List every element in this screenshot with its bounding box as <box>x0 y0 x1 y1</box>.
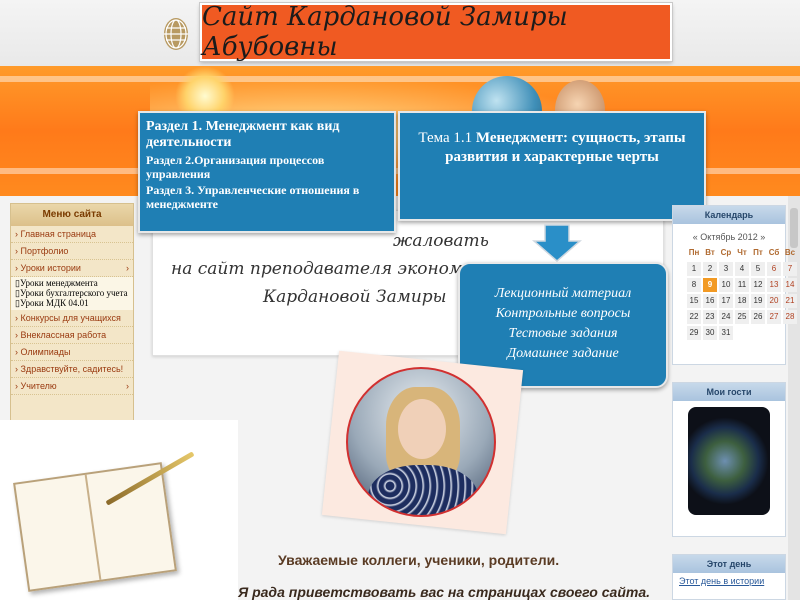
theme-box: Тема 1.1 Менеджмент: сущность, этапы раз… <box>398 111 706 221</box>
menu-item-home[interactable]: › Главная страница <box>11 226 133 243</box>
calendar-day[interactable]: 10 <box>719 278 733 292</box>
materials-item-lectures[interactable]: Лекционный материал <box>494 286 632 301</box>
calendar-day-today[interactable]: 9 <box>703 278 717 292</box>
calendar-day[interactable]: 4 <box>735 262 749 276</box>
calendar-day[interactable]: 29 <box>687 326 701 340</box>
section-2-label[interactable]: Раздел 2.Организация процессов управлени… <box>146 153 325 181</box>
down-arrow-icon <box>532 224 582 262</box>
guests-widget: Мои гости <box>672 382 786 537</box>
calendar-day-of-week: Ср <box>720 248 732 257</box>
theme-prefix: Тема 1.1 <box>418 130 476 146</box>
calendar-day[interactable]: 27 <box>767 310 781 324</box>
welcome-line-3: Кардановой Замиры <box>263 287 447 307</box>
teacher-portrait <box>346 367 496 517</box>
calendar-day[interactable]: 19 <box>751 294 765 308</box>
calendar-day[interactable]: 21 <box>783 294 797 308</box>
calendar-day[interactable]: 25 <box>735 310 749 324</box>
calendar-day[interactable]: 15 <box>687 294 701 308</box>
calendar-day[interactable]: 23 <box>703 310 717 324</box>
calendar-month-nav[interactable]: « Октябрь 2012 » <box>692 232 766 242</box>
calendar-day[interactable]: 2 <box>703 262 717 276</box>
calendar-day[interactable]: 5 <box>751 262 765 276</box>
calendar-day-of-week: Чт <box>737 248 747 257</box>
menu-item-student-contests[interactable]: › Конкурсы для учащихся <box>11 310 133 327</box>
calendar-day[interactable]: 24 <box>719 310 733 324</box>
calendar-day[interactable]: 8 <box>687 278 701 292</box>
site-menu-title: Меню сайта <box>11 204 133 226</box>
guests-title: Мои гости <box>673 383 785 401</box>
theme-title: Менеджмент: сущность, этапы развития и х… <box>445 130 686 165</box>
calendar-day-of-week: Вт <box>705 248 715 257</box>
section-3-label[interactable]: Раздел 3. Управленческие отношения в мен… <box>146 183 360 211</box>
calendar-day-of-week: Пт <box>753 248 763 257</box>
visitor-globe-map[interactable] <box>688 407 770 515</box>
submenu-item-mdk[interactable]: ▯Уроки МДК 04.01 <box>15 298 89 308</box>
calendar-day[interactable]: 17 <box>719 294 733 308</box>
calendar-day[interactable]: 16 <box>703 294 717 308</box>
site-title: Сайт Кардановой Замиры Абубовны <box>202 2 568 62</box>
calendar-day[interactable]: 1 <box>687 262 701 276</box>
calendar-day-of-week: Пн <box>688 248 700 257</box>
this-day-in-history-link[interactable]: Этот день в истории <box>679 576 765 586</box>
site-title-box: Сайт Кардановой Замиры Абубовны <box>199 2 673 62</box>
portrait-face <box>398 399 446 459</box>
sections-box: Раздел 1. Менеджмент как вид деятельност… <box>138 111 396 233</box>
scrollbar-thumb[interactable] <box>790 208 798 248</box>
section-1-label[interactable]: Раздел 1. Менеджмент как вид деятельност… <box>146 119 340 150</box>
site-menu: Меню сайта › Главная страница › Портфоли… <box>10 203 134 423</box>
calendar-day[interactable]: 3 <box>719 262 733 276</box>
calendar-day[interactable]: 11 <box>735 278 749 292</box>
calendar-day[interactable]: 13 <box>767 278 781 292</box>
calendar-day-of-week: Сб <box>768 248 780 257</box>
welcome-line-2: на сайт преподавателя эконом <box>171 259 463 279</box>
calendar-day[interactable]: 6 <box>767 262 781 276</box>
calendar-day-of-week: Вс <box>784 248 796 257</box>
submenu-item-management[interactable]: ▯Уроки менеджмента <box>15 278 98 288</box>
menu-item-olympiads[interactable]: › Олимпиады <box>11 344 133 361</box>
this-day-title: Этот день <box>673 555 785 573</box>
greeting-line-2: Я рада приветствовать вас на страницах с… <box>238 584 650 600</box>
calendar-day[interactable]: 14 <box>783 278 797 292</box>
chevron-right-icon: › <box>126 381 129 391</box>
globe-logo-icon <box>164 18 188 50</box>
welcome-line-1: жаловать <box>393 231 489 251</box>
greeting-line-1: Уважаемые коллеги, ученики, родители. <box>278 552 560 568</box>
materials-item-homework[interactable]: Домашнее задание <box>507 346 619 361</box>
menu-item-extracurricular[interactable]: › Внеклассная работа <box>11 327 133 344</box>
calendar-widget: Календарь « Октябрь 2012 » Пн Вт Ср Чт Пт Сб В… <box>672 205 797 365</box>
notebook-image <box>13 462 177 592</box>
calendar-day[interactable]: 20 <box>767 294 781 308</box>
menu-item-history-lessons[interactable]: › Уроки истории› <box>11 260 133 277</box>
calendar-day[interactable]: 26 <box>751 310 765 324</box>
materials-item-control-questions[interactable]: Контрольные вопросы <box>495 306 631 321</box>
chevron-right-icon: › <box>126 263 129 273</box>
this-day-widget: Этот день Этот день в истории <box>672 554 786 600</box>
calendar-day[interactable]: 7 <box>783 262 797 276</box>
calendar-day[interactable]: 22 <box>687 310 701 324</box>
materials-item-tests[interactable]: Тестовые задания <box>508 326 618 341</box>
submenu-item-accounting[interactable]: ▯Уроки бухгалтерского учета <box>15 288 128 298</box>
calendar-title: Календарь <box>673 206 785 224</box>
calendar-day[interactable]: 28 <box>783 310 797 324</box>
menu-item-portfolio[interactable]: › Портфолио <box>11 243 133 260</box>
calendar-day[interactable]: 31 <box>719 326 733 340</box>
portrait-dress <box>368 465 478 515</box>
calendar-day[interactable]: 18 <box>735 294 749 308</box>
calendar-day[interactable]: 30 <box>703 326 717 340</box>
calendar-day[interactable]: 12 <box>751 278 765 292</box>
menu-item-hello-sit-down[interactable]: › Здравствуйте, садитесь! <box>11 361 133 378</box>
lessons-submenu: ▯Уроки менеджмента ▯Уроки бухгалтерского… <box>11 277 133 310</box>
menu-item-for-teacher[interactable]: › Учителю› <box>11 378 133 395</box>
